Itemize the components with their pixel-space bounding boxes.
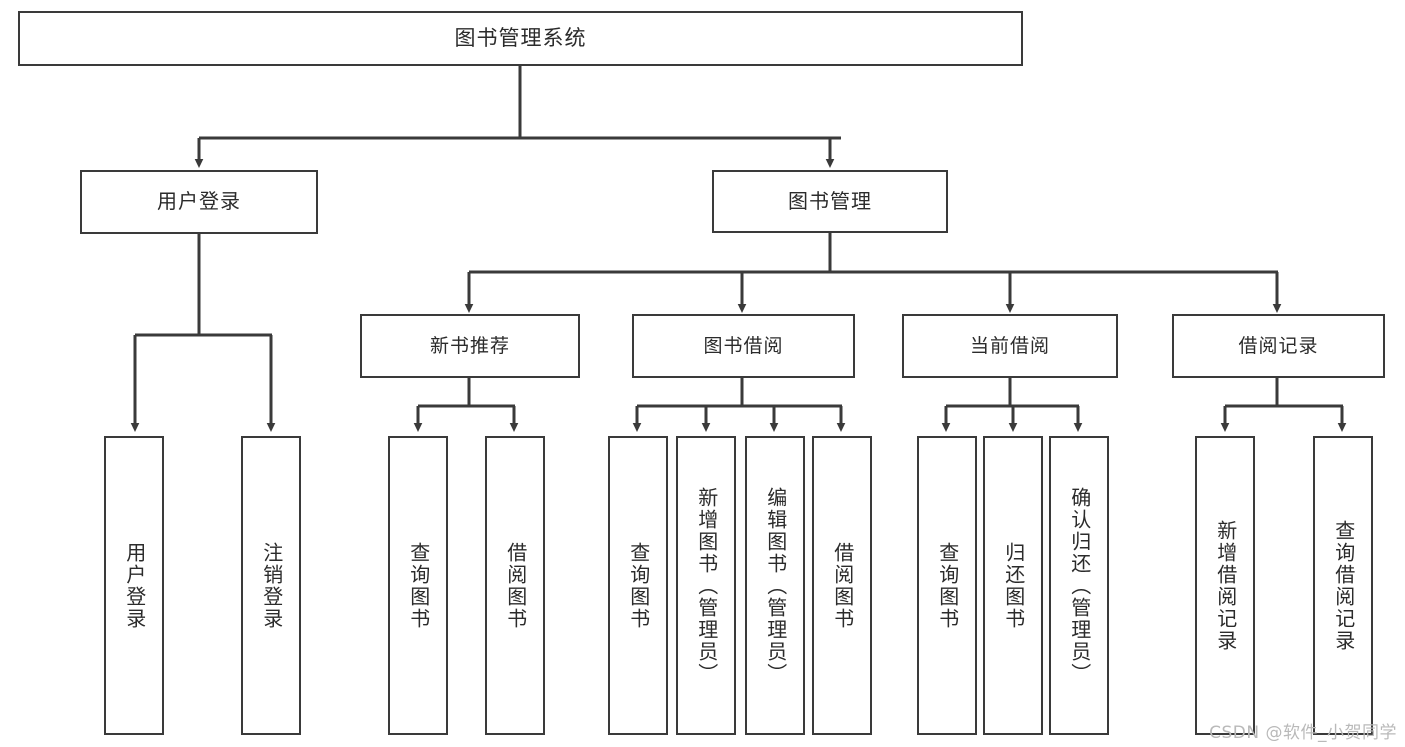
node-borrow-record[interactable]: 借阅记录 bbox=[1172, 314, 1385, 378]
node-label: 编辑图书（管理员） bbox=[763, 486, 788, 685]
node-label: 图书管理系统 bbox=[454, 26, 587, 51]
node-label: 查询图书 bbox=[935, 541, 960, 630]
node-new-book-recommend[interactable]: 新书推荐 bbox=[360, 314, 580, 378]
node-book-management[interactable]: 图书管理 bbox=[712, 170, 948, 233]
leaf-new-book-query[interactable]: 查询图书 bbox=[388, 436, 448, 735]
node-label: 归还图书 bbox=[1001, 541, 1026, 630]
node-label: 借阅图书 bbox=[503, 541, 528, 630]
leaf-user-login-login[interactable]: 用户登录 bbox=[104, 436, 164, 735]
leaf-book-borrow-add[interactable]: 新增图书（管理员） bbox=[676, 436, 736, 735]
node-label: 注销登录 bbox=[259, 541, 284, 630]
node-user-login[interactable]: 用户登录 bbox=[80, 170, 318, 234]
node-label: 查询图书 bbox=[406, 541, 431, 630]
node-label: 图书管理 bbox=[788, 188, 872, 213]
node-label: 用户登录 bbox=[157, 189, 241, 214]
node-label: 当前借阅 bbox=[969, 334, 1050, 357]
watermark-text: CSDN @软件_小贺同学 bbox=[1209, 723, 1397, 743]
leaf-borrow-record-query[interactable]: 查询借阅记录 bbox=[1313, 436, 1373, 735]
leaf-current-borrow-confirm-return[interactable]: 确认归还（管理员） bbox=[1049, 436, 1109, 735]
node-root-system[interactable]: 图书管理系统 bbox=[18, 11, 1023, 66]
node-label: 新增图书（管理员） bbox=[694, 486, 719, 685]
node-current-borrow[interactable]: 当前借阅 bbox=[902, 314, 1118, 378]
leaf-book-borrow-query[interactable]: 查询图书 bbox=[608, 436, 668, 735]
node-label: 借阅图书 bbox=[830, 541, 855, 630]
leaf-current-borrow-return[interactable]: 归还图书 bbox=[983, 436, 1043, 735]
leaf-new-book-borrow[interactable]: 借阅图书 bbox=[485, 436, 545, 735]
leaf-borrow-record-add[interactable]: 新增借阅记录 bbox=[1195, 436, 1255, 735]
node-book-borrow[interactable]: 图书借阅 bbox=[632, 314, 855, 378]
node-label: 查询借阅记录 bbox=[1331, 519, 1356, 652]
node-label: 借阅记录 bbox=[1238, 334, 1319, 357]
node-label: 图书借阅 bbox=[703, 334, 784, 357]
node-label: 查询图书 bbox=[626, 541, 651, 630]
leaf-book-borrow-edit[interactable]: 编辑图书（管理员） bbox=[745, 436, 805, 735]
leaf-current-borrow-query[interactable]: 查询图书 bbox=[917, 436, 977, 735]
node-label: 确认归还（管理员） bbox=[1067, 486, 1092, 685]
leaf-book-borrow-borrow[interactable]: 借阅图书 bbox=[812, 436, 872, 735]
node-label: 新书推荐 bbox=[429, 334, 510, 357]
node-label: 新增借阅记录 bbox=[1213, 519, 1238, 652]
node-label: 用户登录 bbox=[122, 541, 147, 630]
leaf-user-login-logout[interactable]: 注销登录 bbox=[241, 436, 301, 735]
